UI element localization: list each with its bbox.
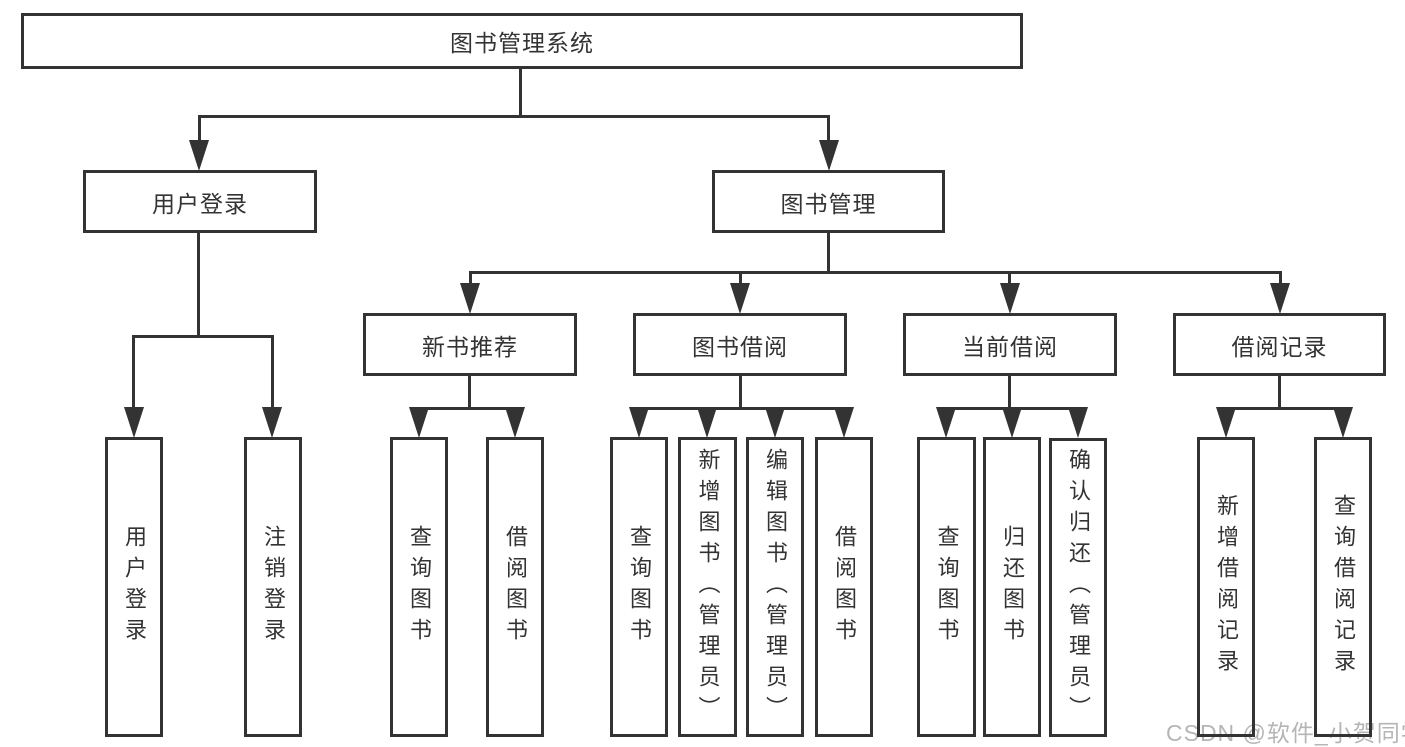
connector-stem: [132, 335, 135, 409]
leaf-borrow-books-2: 借阅图书: [815, 437, 873, 737]
connector-stem: [1008, 271, 1011, 285]
arrowhead-down: [629, 407, 649, 438]
node-label: 借阅记录: [1231, 333, 1328, 360]
node-label: 查询借阅记录: [1331, 494, 1356, 680]
node-label: 归还图书: [1000, 525, 1025, 649]
arrowhead-down: [1000, 283, 1020, 314]
leaf-user-login: 用户登录: [105, 437, 163, 737]
node-root: 图书管理系统: [21, 13, 1023, 69]
connector-group-rail: [638, 407, 846, 410]
connector-stem: [468, 376, 471, 407]
node-book-management-branch: 图书管理: [712, 170, 945, 233]
connector-group-rail: [132, 335, 274, 338]
node-label: 图书管理系统: [450, 30, 594, 56]
node-label: 借阅图书: [832, 525, 857, 649]
arrowhead-down: [1333, 407, 1353, 438]
leaf-query-books-2: 查询图书: [610, 437, 668, 737]
connector-stem: [1279, 271, 1282, 285]
node-current-borrowing: 当前借阅: [903, 313, 1117, 376]
csdn-watermark: CSDN @软件_小贺同学: [1166, 720, 1405, 746]
arrowhead-down: [1270, 283, 1290, 314]
connector-root-stem: [519, 69, 522, 115]
node-label: 图书管理: [780, 190, 877, 217]
arrowhead-down: [189, 140, 209, 171]
node-label: 当前借阅: [962, 333, 1058, 360]
node-label: 新增借阅记录: [1214, 494, 1239, 680]
connector-stem: [469, 271, 472, 285]
leaf-edit-books-admin: 编辑图书（管理员）: [746, 437, 804, 737]
connector-stem: [1008, 376, 1011, 407]
connector-group-rail: [418, 407, 517, 410]
connector-stem: [198, 115, 201, 143]
arrowhead-down: [1002, 407, 1022, 438]
arrowhead-down: [936, 407, 956, 438]
arrowhead-down: [730, 283, 750, 314]
connector-stem: [827, 115, 830, 143]
node-new-book-recommend: 新书推荐: [363, 313, 577, 376]
node-label: 借阅图书: [503, 525, 528, 649]
node-label: 图书借阅: [692, 333, 788, 360]
arrowhead-down: [819, 140, 839, 171]
node-label: 确认归还（管理员）: [1066, 448, 1091, 727]
node-user-login-branch: 用户登录: [83, 170, 317, 233]
arrowhead-down: [697, 407, 717, 438]
arrowhead-down: [262, 407, 282, 438]
leaf-add-books-admin: 新增图书（管理员）: [678, 437, 737, 737]
node-label: 用户登录: [122, 525, 147, 649]
connector-level2-rail: [198, 115, 830, 118]
connector-level3-rail: [469, 271, 1281, 274]
leaf-add-borrow-record: 新增借阅记录: [1197, 437, 1255, 737]
leaf-borrow-books-1: 借阅图书: [486, 437, 544, 737]
arrowhead-down: [409, 407, 429, 438]
arrowhead-down: [124, 407, 144, 438]
connector-group-rail: [1225, 407, 1345, 410]
node-label: 新书推荐: [422, 333, 518, 360]
node-label: 查询图书: [407, 525, 432, 649]
leaf-logout: 注销登录: [244, 437, 302, 737]
arrowhead-down: [460, 283, 480, 314]
node-borrow-records: 借阅记录: [1173, 313, 1386, 376]
node-label: 用户登录: [152, 190, 248, 217]
leaf-confirm-return-admin: 确认归还（管理员）: [1049, 438, 1107, 737]
connector-stem: [197, 233, 200, 335]
connector-stem: [271, 335, 274, 409]
leaf-query-books-3: 查询图书: [917, 437, 976, 737]
arrowhead-down: [505, 407, 525, 438]
node-label: 编辑图书（管理员）: [763, 447, 788, 727]
node-label: 注销登录: [261, 525, 286, 649]
node-label: 查询图书: [934, 525, 960, 649]
arrowhead-down: [1216, 407, 1236, 438]
arrowhead-down: [765, 407, 785, 438]
node-label: 查询图书: [627, 525, 652, 649]
node-label: 新增图书（管理员）: [695, 447, 721, 727]
arrowhead-down: [1068, 407, 1088, 438]
connector-stem: [1278, 376, 1281, 407]
connector-stem: [739, 271, 742, 285]
connector-stem: [827, 233, 830, 271]
connector-stem: [739, 376, 742, 407]
leaf-query-books-1: 查询图书: [390, 437, 448, 737]
leaf-query-borrow-record: 查询借阅记录: [1314, 437, 1372, 737]
node-book-borrowing: 图书借阅: [633, 313, 847, 376]
arrowhead-down: [834, 407, 854, 438]
leaf-return-books: 归还图书: [983, 437, 1041, 737]
